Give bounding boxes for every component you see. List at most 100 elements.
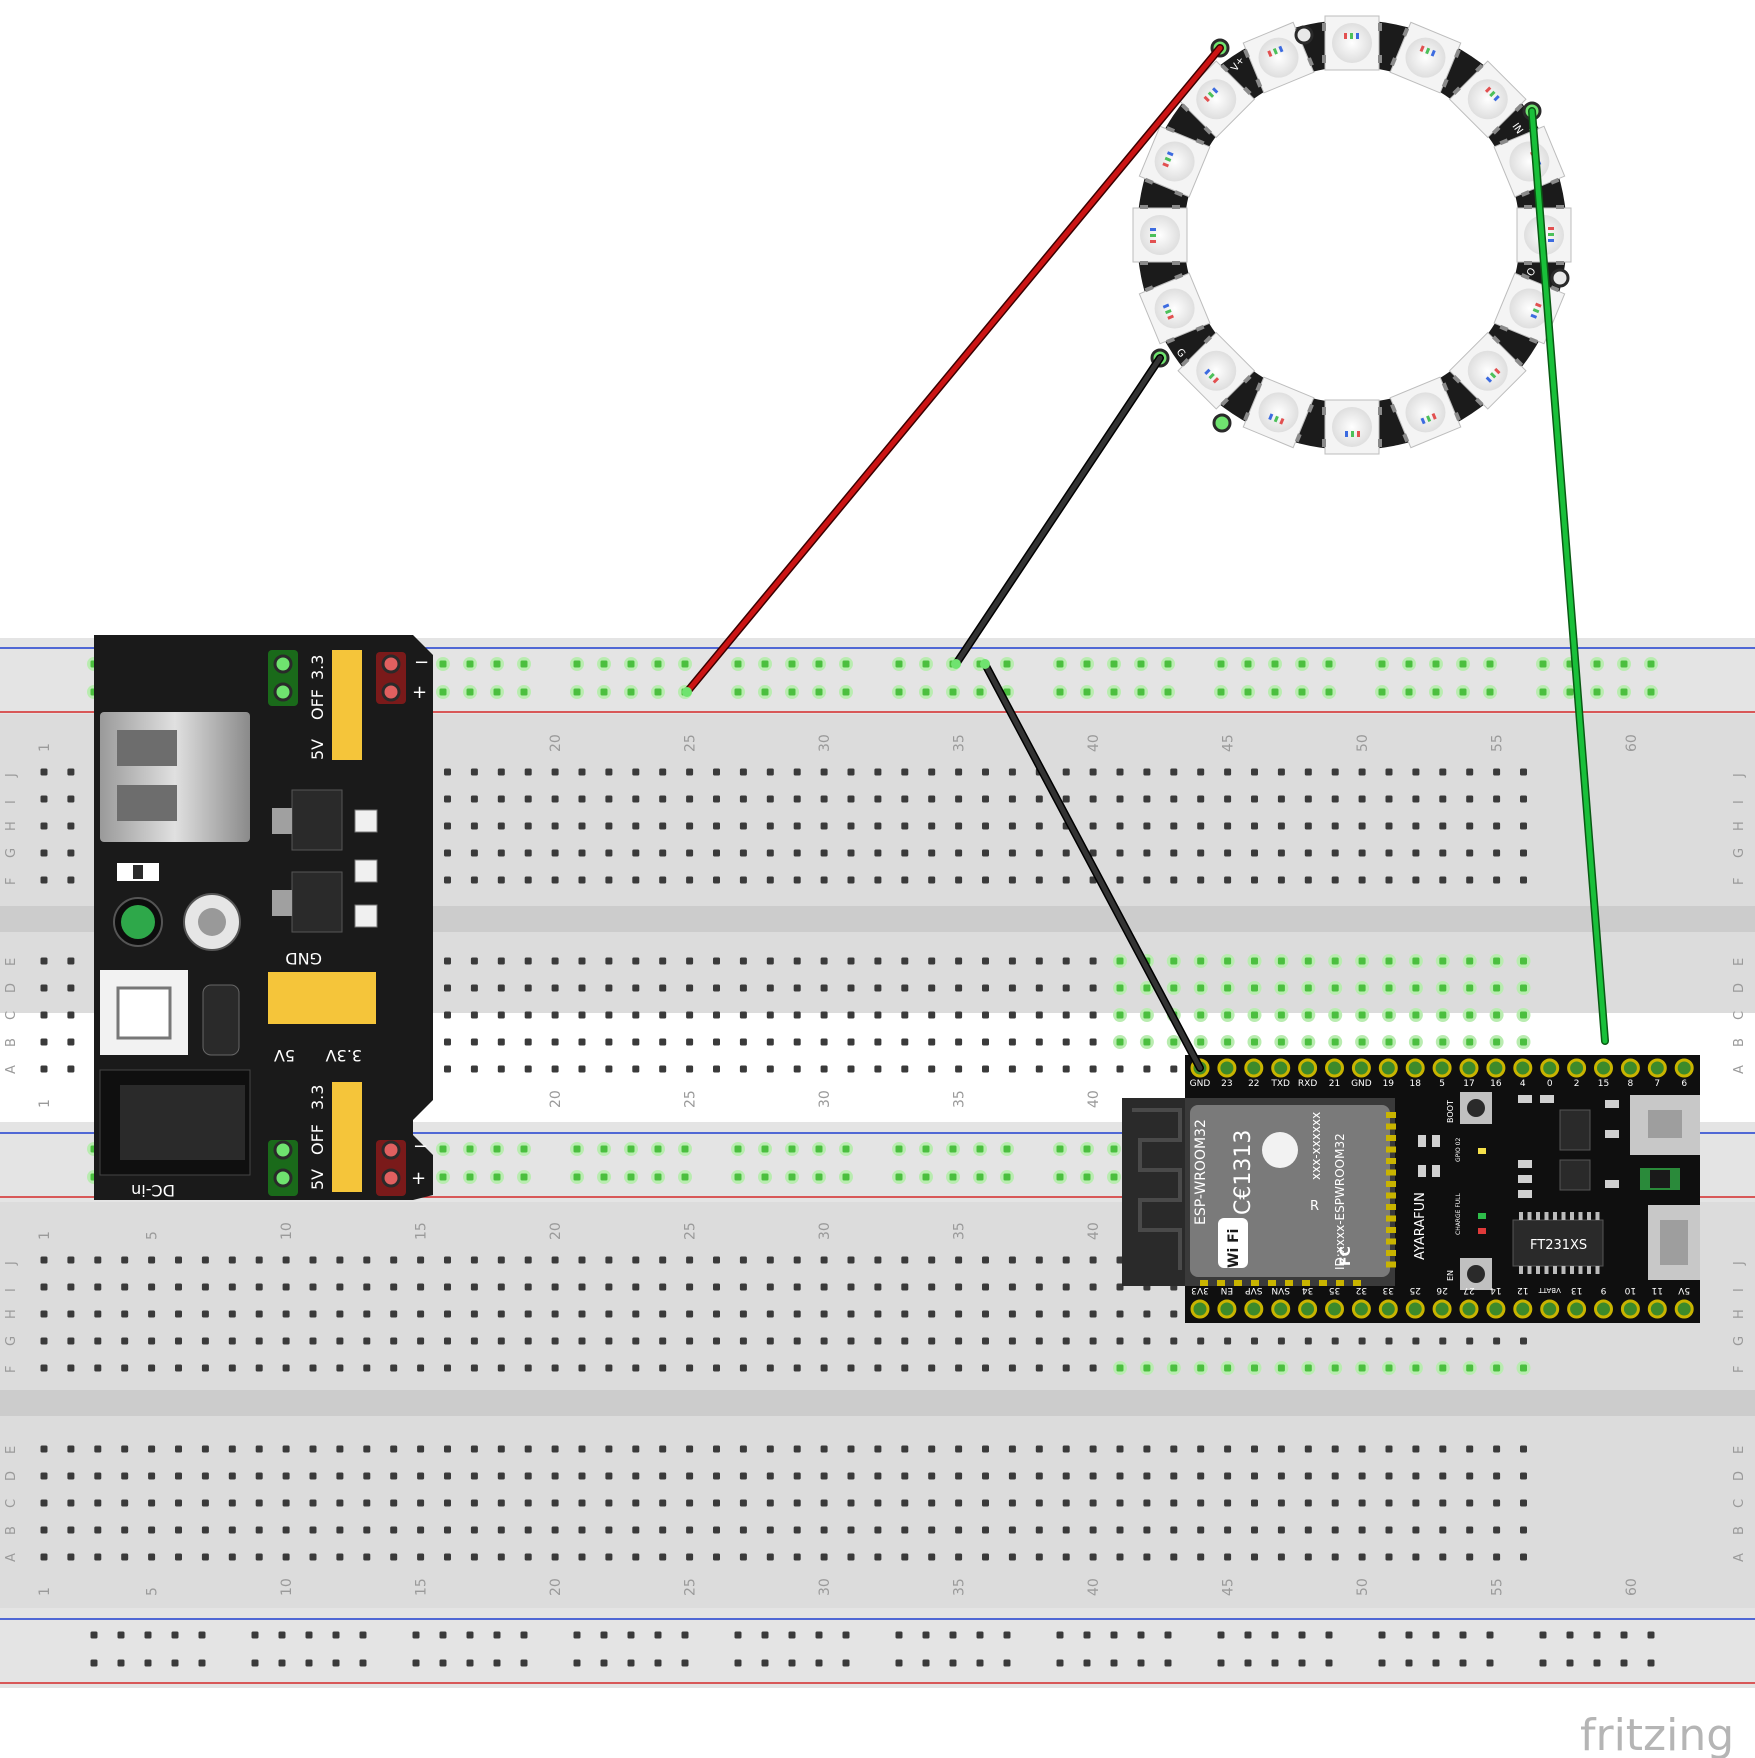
bb1-upper-hole[interactable] [739,795,747,803]
esp32-top-pin[interactable] [1513,1058,1533,1078]
rail-hole[interactable] [600,688,608,696]
bb2-lower-hole[interactable] [336,1499,344,1507]
bb2-lower-hole[interactable] [793,1526,801,1534]
rail-hole[interactable] [1110,660,1118,668]
rail-hole[interactable] [1566,1631,1574,1639]
bb2-lower-hole[interactable] [228,1553,236,1561]
bb1-lower-hole[interactable] [766,957,774,965]
bb1-upper-hole[interactable] [1035,849,1043,857]
rail-hole[interactable] [1486,688,1494,696]
bb2-lower-hole[interactable] [578,1526,586,1534]
bb1-lower-hole[interactable] [659,1065,667,1073]
bb2-upper-hole[interactable] [847,1310,855,1318]
bb1-lower-hole[interactable] [955,957,963,965]
bb1-upper-hole[interactable] [982,795,989,803]
bb2-lower-hole[interactable] [121,1445,129,1453]
bb2-lower-hole[interactable] [739,1445,747,1453]
bb1-lower-hole[interactable] [1035,984,1043,992]
bb2-lower-hole[interactable] [955,1526,963,1534]
rail-hole[interactable] [520,660,528,668]
bb1-lower-hole[interactable] [1251,984,1258,992]
bb2-lower-hole[interactable] [793,1499,801,1507]
esp32-top-pin[interactable] [1486,1058,1506,1078]
rail-hole[interactable] [815,1173,823,1181]
esp32-bottom-pin[interactable] [1540,1299,1560,1319]
bb2-lower-hole[interactable] [1089,1445,1097,1453]
bb1-lower-hole[interactable] [1116,957,1124,965]
bb1-lower-hole[interactable] [1089,1038,1097,1046]
bb1-lower-hole[interactable] [686,1038,694,1046]
bb1-upper-hole[interactable] [686,795,694,803]
bb2-upper-hole[interactable] [1116,1283,1124,1291]
bb2-lower-hole[interactable] [1062,1499,1070,1507]
rail-hole[interactable] [439,688,447,696]
bb1-upper-hole[interactable] [551,768,559,776]
bb2-lower-hole[interactable] [121,1526,129,1534]
bb2-upper-hole[interactable] [524,1337,532,1345]
rail-hole[interactable] [1432,688,1440,696]
bb2-upper-hole[interactable] [982,1364,989,1372]
bb1-lower-hole[interactable] [40,1065,48,1073]
bb2-lower-hole[interactable] [40,1553,48,1561]
bb1-lower-hole[interactable] [793,1011,801,1019]
bb2-upper-hole[interactable] [1304,1337,1312,1345]
bb1-upper-hole[interactable] [578,795,586,803]
bb1-lower-hole[interactable] [444,1065,451,1073]
rail-hole[interactable] [681,1173,689,1181]
bb1-upper-hole[interactable] [686,768,694,776]
rail-hole[interactable] [1083,1659,1091,1667]
wire-black-gnd-ring[interactable] [953,355,1163,667]
bb1-lower-hole[interactable] [820,1065,828,1073]
rail-hole[interactable] [1486,1631,1494,1639]
bb1-lower-hole[interactable] [497,984,505,992]
bb1-lower-hole[interactable] [1412,1038,1420,1046]
bb1-upper-hole[interactable] [578,768,586,776]
esp32-bottom-pin[interactable] [1674,1299,1694,1319]
bb2-lower-hole[interactable] [1439,1553,1447,1561]
bb2-lower-hole[interactable] [955,1553,963,1561]
bb2-lower-hole[interactable] [1143,1526,1151,1534]
bb2-lower-hole[interactable] [605,1472,613,1480]
bb1-lower-hole[interactable] [551,1038,559,1046]
bb2-lower-hole[interactable] [659,1526,667,1534]
bb1-upper-hole[interactable] [524,768,532,776]
bb1-upper-hole[interactable] [901,768,909,776]
bb1-upper-hole[interactable] [40,876,48,884]
bb2-upper-hole[interactable] [390,1337,398,1345]
bb2-lower-hole[interactable] [766,1499,774,1507]
bb2-lower-hole[interactable] [713,1499,720,1507]
bb1-upper-hole[interactable] [1331,822,1339,830]
bb2-lower-hole[interactable] [201,1472,209,1480]
bb2-lower-hole[interactable] [336,1472,344,1480]
bb2-lower-hole[interactable] [309,1445,317,1453]
rail-hole[interactable] [1486,660,1494,668]
bb1-lower-hole[interactable] [820,984,828,992]
bb2-lower-hole[interactable] [444,1445,451,1453]
bb2-upper-hole[interactable] [1008,1283,1016,1291]
bb2-lower-hole[interactable] [551,1499,559,1507]
bb2-upper-hole[interactable] [1170,1364,1178,1372]
bb2-upper-hole[interactable] [739,1310,747,1318]
esp32-bottom-pin[interactable] [1351,1299,1371,1319]
bb2-lower-hole[interactable] [417,1445,425,1453]
bb1-lower-hole[interactable] [766,1065,774,1073]
bb2-upper-hole[interactable] [444,1337,451,1345]
rail-hole[interactable] [1378,1631,1386,1639]
bb2-lower-hole[interactable] [793,1472,801,1480]
rail-hole[interactable] [788,1631,796,1639]
wire-red-vplus[interactable] [684,45,1223,695]
rail-hole[interactable] [573,660,581,668]
bb2-upper-hole[interactable] [605,1256,613,1264]
bb1-lower-hole[interactable] [1466,1038,1474,1046]
bb1-upper-hole[interactable] [1224,876,1232,884]
bb1-upper-hole[interactable] [1304,795,1312,803]
bb1-lower-hole[interactable] [1412,1011,1420,1019]
bb1-lower-hole[interactable] [1224,984,1232,992]
bb2-lower-hole[interactable] [1304,1553,1312,1561]
bb1-upper-hole[interactable] [470,822,478,830]
bb2-upper-hole[interactable] [632,1364,640,1372]
bb2-upper-hole[interactable] [94,1364,102,1372]
bb1-lower-hole[interactable] [686,957,694,965]
bb2-lower-hole[interactable] [148,1445,156,1453]
rail-hole[interactable] [1244,1631,1252,1639]
